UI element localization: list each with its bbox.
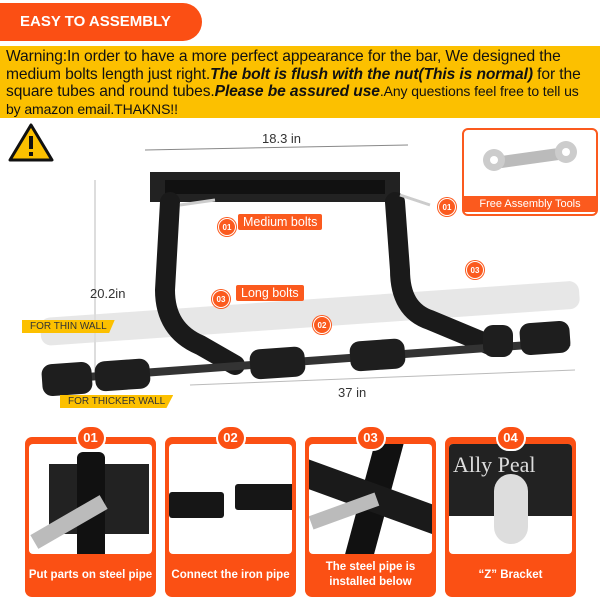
step-number: 02	[215, 425, 246, 451]
step-number: 01	[75, 425, 106, 451]
step-image	[169, 444, 292, 554]
wrench-icon	[483, 141, 577, 171]
step-caption: Connect the iron pipe	[171, 568, 290, 581]
step-caption: The steel pipe is installed below	[325, 561, 416, 588]
marker-03-right: 03	[466, 261, 484, 279]
step-card-3: 03 The steel pipe is installed below	[305, 425, 436, 597]
pull-up-bar-illustration	[40, 144, 580, 397]
step-caption: “Z” Bracket	[478, 568, 543, 581]
warning-icon	[8, 123, 54, 162]
step-caption: Put parts on steel pipe	[28, 568, 153, 581]
warning-part3: .Any questions feel free to tell us by a…	[6, 83, 579, 117]
warning-bold2: Please be assured use	[214, 83, 380, 100]
medium-bolts-label: Medium bolts	[238, 214, 323, 230]
marker-02: 02	[313, 316, 331, 334]
step-card-4: 04 Ally Peal “Z” Bracket	[445, 425, 576, 597]
warning-part1: Warning:In order to have a more perfect …	[6, 48, 561, 83]
free-tools-box: Free Assembly Tools	[462, 128, 598, 216]
warning-part2: for the square tubes and round tubes.	[6, 65, 581, 101]
step-image	[29, 444, 152, 554]
step-number: 04	[495, 425, 526, 451]
step-card-2: 02 Connect the iron pipe	[165, 425, 296, 597]
marker-03-left: 03	[212, 290, 230, 308]
thin-wall-label: FOR THIN WALL	[22, 320, 115, 333]
z-bracket-icon	[494, 474, 528, 544]
width-label: 18.3 in	[262, 131, 302, 146]
marker-01-left: 01	[218, 218, 236, 236]
step-number: 03	[355, 425, 386, 451]
step-image	[309, 444, 432, 554]
step-card-1: 01 Put parts on steel pipe	[25, 425, 156, 597]
section-title: EASY TO ASSEMBLY	[0, 3, 202, 41]
marker-01-right: 01	[438, 198, 456, 216]
length-label: 37 in	[338, 385, 367, 400]
warning-bold1: The bolt is flush with the nut(This is n…	[210, 65, 533, 83]
tools-label: Free Assembly Tools	[464, 196, 596, 212]
step-image: Ally Peal	[449, 444, 572, 554]
warning-text: Warning:In order to have a more perfect …	[0, 46, 600, 118]
long-bolts-label: Long bolts	[236, 285, 304, 301]
thicker-wall-label: FOR THICKER WALL	[60, 395, 174, 408]
height-label: 20.2in	[90, 286, 126, 301]
